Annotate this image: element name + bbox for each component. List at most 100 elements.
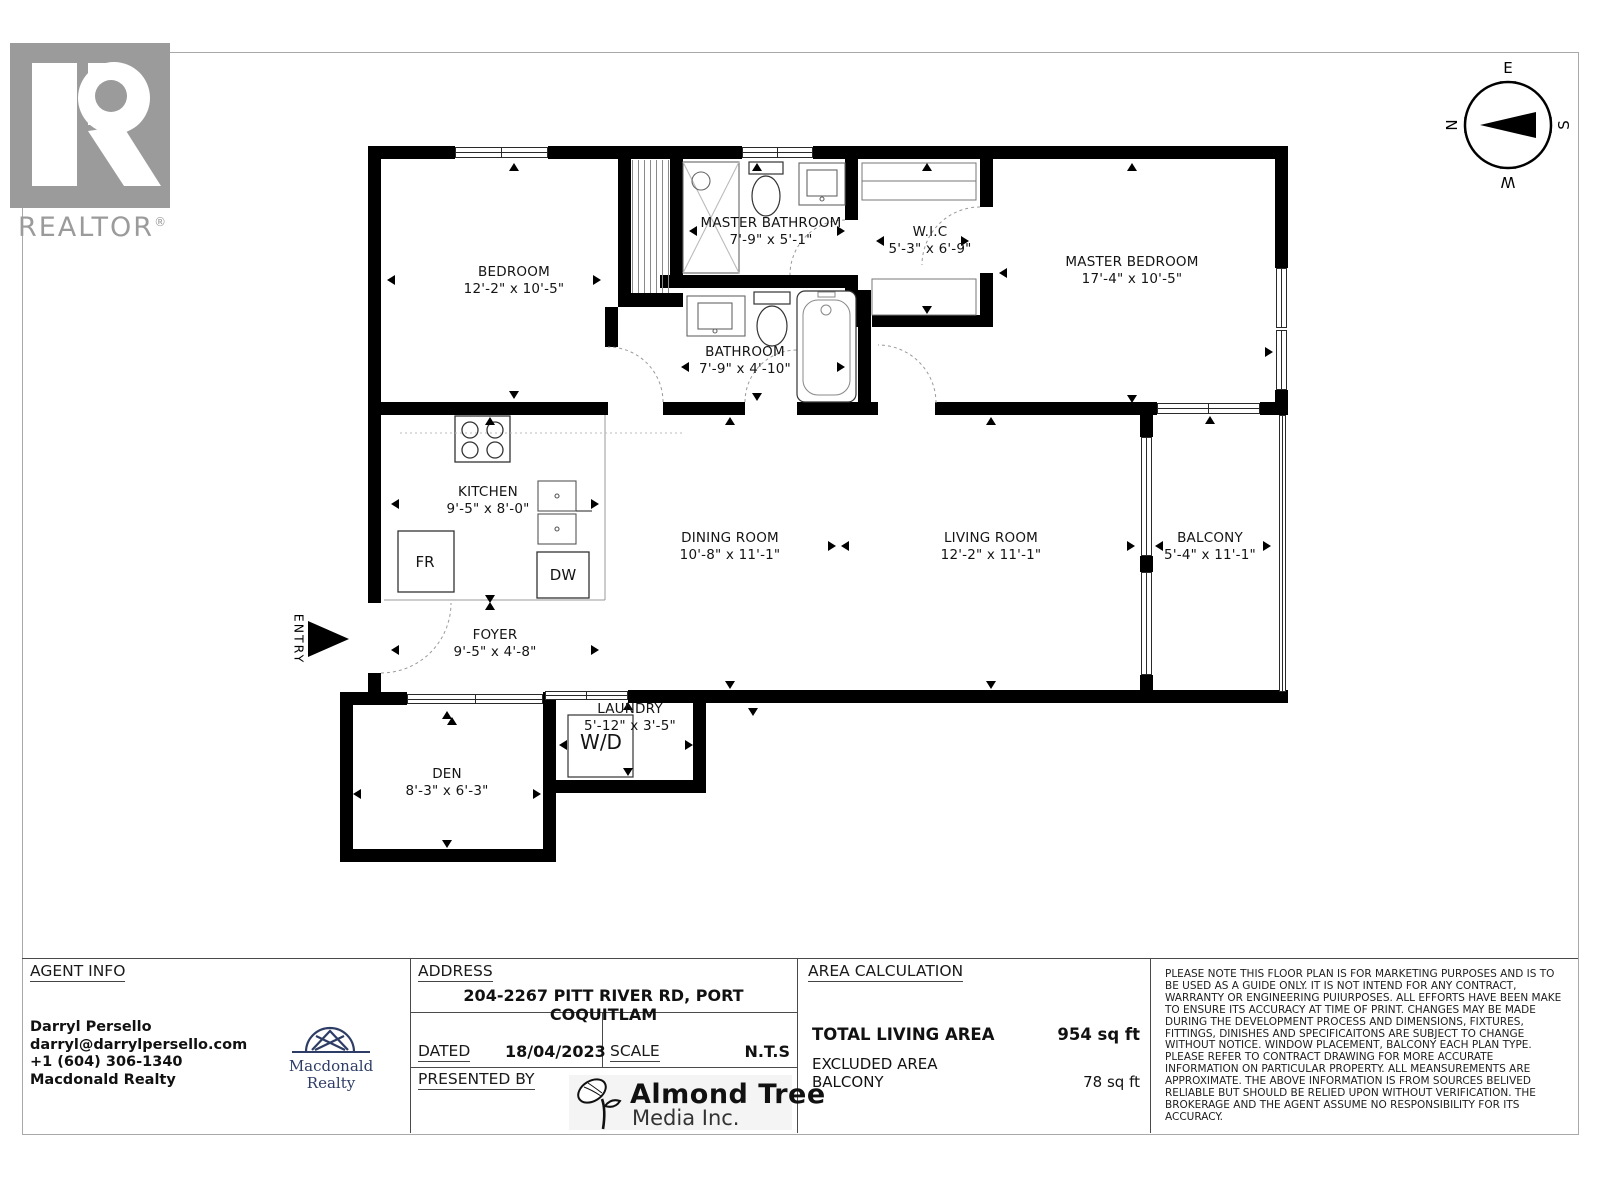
window bbox=[1157, 403, 1260, 414]
room-label-dining-room: DINING ROOM 10'-8" x 11'-1" bbox=[680, 530, 781, 563]
wall-segment bbox=[858, 290, 871, 403]
room-dims-bedroom: 12'-2" x 10'-5" bbox=[463, 280, 565, 297]
dimension-tick bbox=[391, 645, 399, 655]
compass-south: S bbox=[1555, 120, 1573, 130]
window bbox=[1276, 330, 1287, 390]
brokerage-logo-suffix: Realty bbox=[307, 1074, 356, 1092]
dated-value: 18/04/2023 bbox=[505, 1042, 606, 1061]
room-label-bedroom: BEDROOM 12'-2" x 10'-5" bbox=[464, 264, 565, 297]
dimension-tick bbox=[485, 595, 495, 603]
disclaimer-text: PLEASE NOTE THIS FLOOR PLAN IS FOR MARKE… bbox=[1165, 968, 1562, 1123]
agent-details: Darryl Persello darryl@darrylpersello.co… bbox=[30, 1019, 248, 1088]
window bbox=[407, 694, 543, 704]
window-mullion bbox=[501, 148, 502, 157]
window-mullion bbox=[1208, 404, 1209, 413]
scale-label: SCALE bbox=[610, 1042, 660, 1062]
room-dims-master-bedroom: 17'-4" x 10'-5" bbox=[1081, 270, 1183, 287]
dimension-tick bbox=[447, 717, 457, 725]
registered-mark: ® bbox=[154, 215, 169, 229]
dimension-tick bbox=[961, 236, 969, 246]
room-name-kitchen: KITCHEN bbox=[458, 484, 518, 500]
dimension-tick bbox=[533, 789, 541, 799]
room-name-den: DEN bbox=[432, 766, 462, 782]
table-divider bbox=[1150, 958, 1151, 1133]
shower-icon bbox=[682, 161, 740, 274]
wall-segment bbox=[618, 159, 631, 293]
dimension-tick bbox=[752, 163, 762, 171]
wall-segment bbox=[340, 692, 407, 705]
realtor-wordmark: REALTOR® bbox=[17, 212, 169, 243]
table-cell-divider bbox=[602, 1012, 603, 1067]
room-label-living-room: LIVING ROOM 12'-2" x 11'-1" bbox=[941, 530, 1042, 563]
dimension-tick bbox=[442, 840, 452, 848]
dimension-tick bbox=[391, 499, 399, 509]
entry-arrow-icon bbox=[308, 621, 349, 657]
room-dims-bathroom: 7'-9" x 4'-10" bbox=[699, 360, 791, 377]
scale-value: N.T.S bbox=[744, 1042, 790, 1061]
compass-east: E bbox=[1503, 59, 1513, 77]
kitchen-sink-icon bbox=[537, 480, 592, 545]
room-label-den: DEN 8'-3" x 6'-3" bbox=[405, 766, 488, 799]
dimension-tick bbox=[485, 417, 495, 425]
dimension-tick bbox=[509, 391, 519, 399]
wall-segment bbox=[340, 849, 556, 862]
entry-label: ENTRY bbox=[291, 613, 307, 665]
dimension-tick bbox=[1263, 541, 1271, 551]
excluded-area-room: BALCONY bbox=[812, 1073, 884, 1091]
dimension-tick bbox=[922, 163, 932, 171]
room-name-bedroom: BEDROOM bbox=[478, 264, 550, 280]
window bbox=[1279, 415, 1286, 692]
compass-icon bbox=[1463, 80, 1553, 170]
table-row-divider bbox=[410, 1067, 797, 1068]
wall-segment bbox=[660, 275, 858, 288]
wall-segment bbox=[548, 146, 742, 159]
dimension-tick bbox=[623, 702, 633, 710]
room-label-wic: W.I.C 5'-3" x 6'-9" bbox=[888, 224, 971, 257]
window-pane-line bbox=[1146, 573, 1147, 674]
wall-segment bbox=[1275, 146, 1288, 268]
wall-segment bbox=[543, 703, 556, 849]
excluded-area-value: 78 sq ft bbox=[1083, 1073, 1140, 1091]
window-pane-line bbox=[1281, 331, 1282, 389]
agent-info-header: AGENT INFO bbox=[30, 962, 126, 982]
room-name-wic: W.I.C bbox=[912, 224, 948, 240]
media-logo-suffix: Media Inc. bbox=[632, 1106, 740, 1130]
room-name-living-room: LIVING ROOM bbox=[943, 530, 1039, 546]
total-living-area-label: TOTAL LIVING AREA bbox=[812, 1025, 995, 1044]
dimension-tick bbox=[725, 681, 735, 689]
wall-segment bbox=[605, 307, 618, 347]
wall-segment bbox=[368, 146, 455, 159]
wall-segment bbox=[368, 146, 381, 603]
stove-icon bbox=[454, 415, 511, 463]
room-label-master-bedroom: MASTER BEDROOM 17'-4" x 10'-5" bbox=[1065, 254, 1198, 287]
dishwasher-label: DW bbox=[549, 566, 577, 584]
wall-segment bbox=[368, 402, 608, 415]
area-calculation-header: AREA CALCULATION bbox=[808, 962, 964, 982]
wall-segment bbox=[1140, 675, 1153, 693]
dimension-tick bbox=[725, 417, 735, 425]
room-name-foyer: FOYER bbox=[472, 627, 518, 643]
wall-segment bbox=[935, 402, 1157, 415]
wall-segment bbox=[550, 780, 706, 793]
master-bathroom-door-arc bbox=[789, 219, 846, 276]
dimension-tick bbox=[559, 740, 567, 750]
dimension-tick bbox=[591, 645, 599, 655]
page-border-frame bbox=[22, 52, 1579, 1135]
window bbox=[1141, 437, 1152, 556]
bathroom-sink-icon bbox=[798, 162, 846, 206]
wall-segment bbox=[1275, 390, 1288, 415]
door-arcs bbox=[380, 206, 981, 674]
bathroom-sink-icon bbox=[686, 295, 746, 337]
room-label-master-bathroom: MASTER BATHROOM 7'-9" x 5'-1" bbox=[700, 215, 841, 248]
dimension-tick bbox=[841, 541, 849, 551]
room-label-foyer: FOYER 9'-5" x 4'-8" bbox=[453, 627, 536, 660]
dimension-tick bbox=[837, 226, 845, 236]
wall-segment bbox=[1140, 556, 1153, 572]
toilet-icon bbox=[753, 291, 791, 347]
dimension-tick bbox=[876, 236, 884, 246]
brokerage-logo-name: Macdonald bbox=[289, 1057, 374, 1075]
macdonald-realty-logo: Macdonald Realty bbox=[289, 1026, 374, 1092]
room-label-laundry: LAUNDRY 5'-12" x 3'-5" bbox=[584, 701, 676, 734]
dimension-tick bbox=[685, 740, 693, 750]
